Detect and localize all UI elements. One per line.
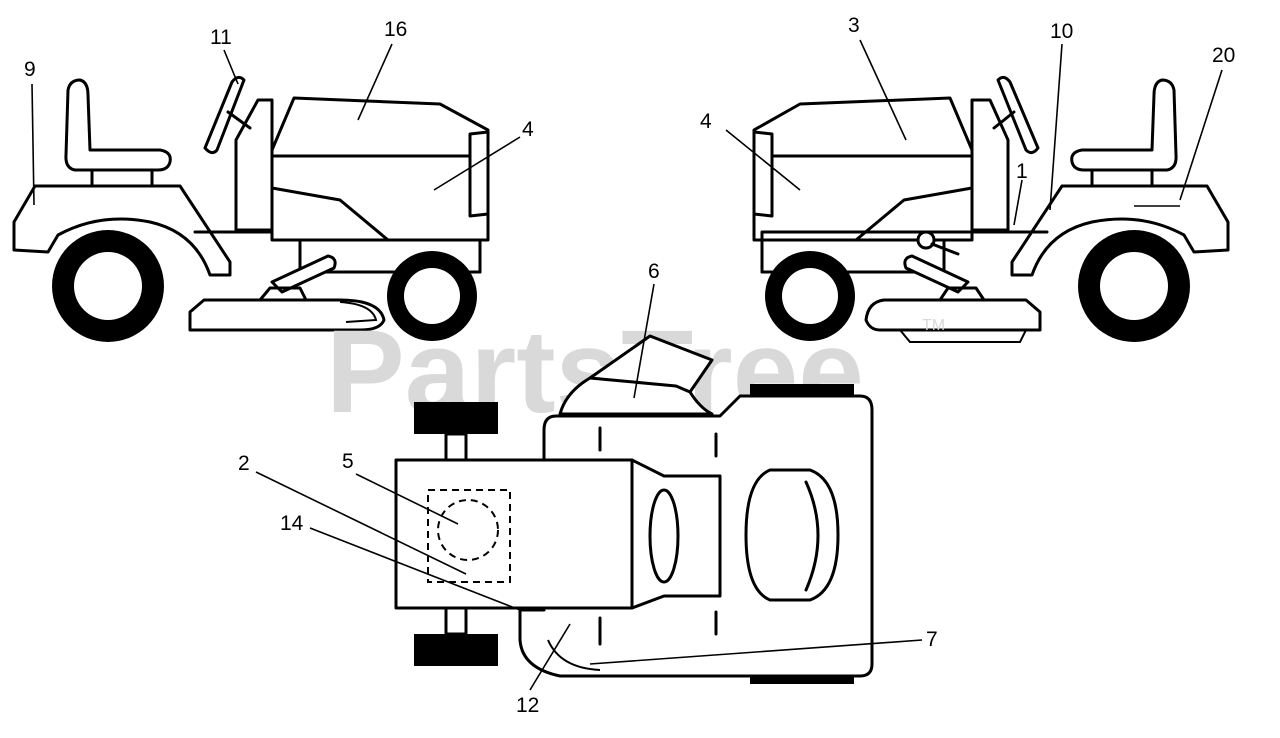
- seat-right: [1070, 78, 1178, 172]
- seat-left: [64, 78, 172, 172]
- grille-right: [752, 130, 774, 218]
- discharge-chute: [558, 334, 714, 416]
- pedal-right: [903, 254, 970, 294]
- callout-4-right: 4: [700, 110, 712, 133]
- callout-6: 6: [648, 260, 660, 283]
- callout-16: 16: [384, 18, 407, 41]
- front-tire-top: [414, 402, 498, 434]
- grille-left: [468, 130, 490, 218]
- steering-wheel-right: [996, 75, 1040, 155]
- tractor-top-view: [394, 334, 874, 684]
- callout-5: 5: [342, 450, 354, 473]
- steering-top: [648, 488, 680, 584]
- callout-7: 7: [926, 628, 938, 651]
- seat-base-right: [1090, 168, 1154, 188]
- callout-3: 3: [848, 14, 860, 37]
- callout-9: 9: [24, 58, 36, 81]
- hood-top: [394, 458, 634, 610]
- callout-12: 12: [516, 694, 539, 717]
- pedal-left: [270, 254, 337, 294]
- steering-column-left: [234, 98, 274, 232]
- callout-1: 1: [1016, 160, 1028, 183]
- steering-column-right: [970, 98, 1010, 232]
- steering-wheel-left: [203, 75, 246, 155]
- rear-fender-left: [12, 184, 232, 277]
- callout-10: 10: [1050, 20, 1073, 43]
- callout-4-left: 4: [522, 118, 534, 141]
- watermark-trademark: TM: [922, 317, 945, 334]
- leader-lines: [31, 39, 1223, 691]
- rear-fender-right: [1010, 184, 1230, 277]
- tractor-right-side-view: [752, 75, 1230, 343]
- battery-outline: [427, 489, 511, 583]
- seat-top: [744, 468, 840, 602]
- tractor-left-side-view: [12, 75, 490, 342]
- callout-14: 14: [280, 512, 304, 535]
- hood-left: [270, 96, 490, 242]
- front-tire-bottom: [414, 634, 498, 666]
- mower-deck-left: [188, 298, 386, 332]
- mower-deck-right: [864, 298, 1042, 332]
- callout-labels: 9 11 16 4 3 10 20 4 1 6 2 5 14 7 12: [24, 14, 1235, 717]
- hood-right: [752, 96, 974, 242]
- seat-base-left: [90, 168, 154, 188]
- callout-2: 2: [238, 452, 250, 475]
- engine-outline: [437, 499, 499, 561]
- callout-20: 20: [1212, 44, 1235, 67]
- fuel-cap-right: [916, 230, 936, 250]
- callout-11: 11: [210, 26, 232, 49]
